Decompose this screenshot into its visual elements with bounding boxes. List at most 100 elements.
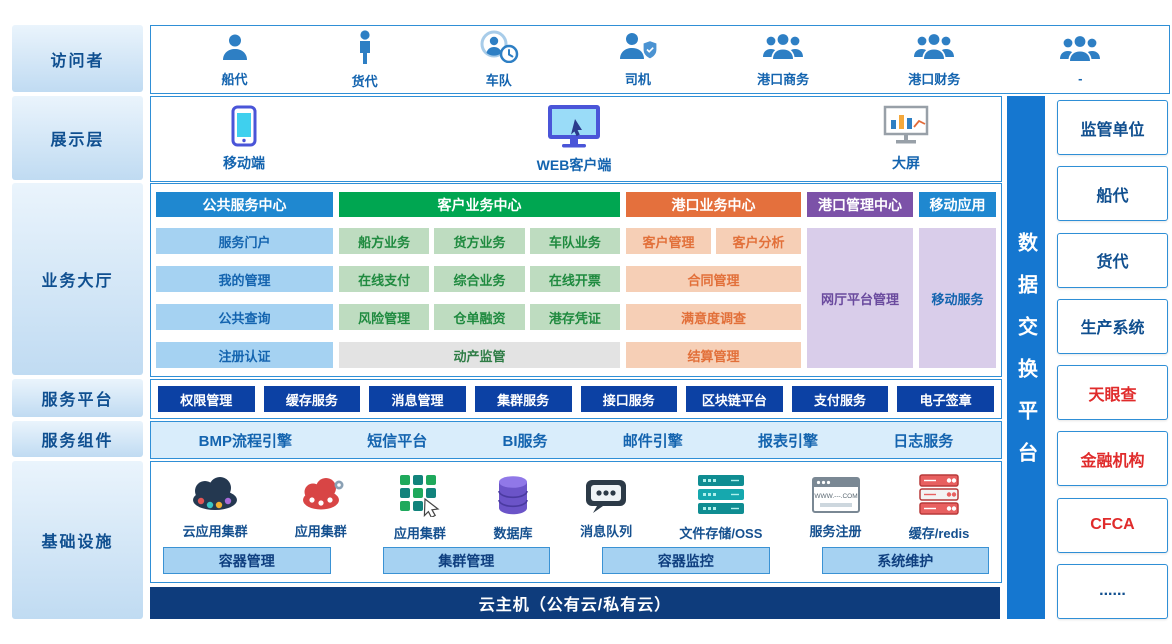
infrastructure-section: 云应用集群 应用集群 应用集群 数据库 消息队列: [150, 461, 1002, 583]
public-service-center-column: 公共服务中心 服务门户 我的管理 公共查询 注册认证: [156, 192, 333, 368]
row-label-components: 服务组件: [12, 421, 143, 457]
visitor-label: 司机: [624, 72, 651, 87]
external-system-box: ......: [1057, 563, 1168, 619]
database-icon: [493, 473, 533, 522]
business-cell: 公共查询: [156, 304, 333, 330]
service-platform-section: 权限管理 缓存服务 消息管理 集群服务 接口服务 区块链平台 支付服务 电子签章: [150, 379, 1002, 419]
business-cell: 车队业务: [529, 228, 620, 254]
row-label-infrastructure: 基础设施: [12, 461, 143, 619]
row-label-display: 展示层: [12, 96, 143, 180]
business-cell: 综合业务: [434, 266, 525, 292]
business-cell: 合同管理: [626, 266, 801, 292]
public-service-center-header: 公共服务中心: [156, 192, 333, 217]
component-item: 报表引擎: [758, 432, 819, 450]
business-cell: 港存凭证: [529, 304, 620, 330]
visitors-section: 船代 货代 车队 司机 港口商务 港口财务: [150, 25, 1170, 94]
infra-item: 缓存/redis: [908, 473, 970, 542]
port-business-center-header: 港口业务中心: [626, 192, 801, 217]
cloud-host-bar: 云主机（公有云/私有云）: [150, 587, 1000, 619]
infra-label: 数据库: [493, 525, 533, 541]
infra-button: 系统维护: [821, 547, 989, 574]
component-item: BMP流程引擎: [198, 432, 292, 450]
customer-business-center-header: 客户业务中心: [339, 192, 620, 217]
external-system-box: 生产系统: [1057, 298, 1168, 354]
component-item: 邮件引擎: [622, 432, 683, 450]
port-mgmt-center-column: 港口管理中心 网厅平台管理: [807, 192, 913, 368]
infra-label: 云应用集群: [182, 523, 248, 539]
platform-item: 支付服务: [791, 386, 889, 412]
visitor-item: -: [1059, 34, 1101, 86]
platform-item: 权限管理: [158, 386, 255, 412]
business-cell-wide: 动产监管: [339, 342, 620, 368]
business-cell: 在线开票: [529, 266, 620, 292]
row-label-business: 业务大厅: [12, 183, 143, 375]
infra-item: 应用集群: [295, 475, 347, 540]
platform-item: 消息管理: [369, 386, 466, 412]
business-cell: 注册认证: [156, 342, 333, 368]
platform-item: 集群服务: [474, 386, 572, 412]
data-exchange-platform-label: 数据交换平台: [1014, 231, 1037, 484]
infra-item: 云应用集群: [183, 475, 248, 540]
row-label-visitors: 访问者: [12, 25, 143, 92]
monitor-icon: [545, 103, 603, 152]
service-registry-icon-text: WWW.---.COM: [814, 493, 857, 500]
business-hall-section: 公共服务中心 服务门户 我的管理 公共查询 注册认证 客户业务中心 船方业务 货…: [150, 183, 1002, 377]
platform-item: 电子签章: [897, 386, 994, 412]
visitor-item: 货代: [350, 29, 380, 90]
service-components-section: BMP流程引擎 短信平台 BI服务 邮件引擎 报表引擎 日志服务: [150, 421, 1002, 459]
big-screen-icon: [883, 105, 929, 150]
infra-label: 消息队列: [580, 523, 633, 539]
infra-item: 文件存储/OSS: [679, 473, 762, 542]
external-system-box: 天眼查: [1057, 365, 1168, 421]
business-cell: 客户管理: [626, 228, 711, 254]
mobile-app-column: 移动应用 移动服务: [919, 192, 996, 368]
visitor-label: -: [1078, 70, 1083, 86]
business-cell-tall: 网厅平台管理: [807, 228, 913, 368]
app-cluster-grid-icon: [398, 473, 442, 522]
business-cell: 风险管理: [339, 304, 430, 330]
display-item: 大屏: [883, 105, 929, 173]
visitor-label: 港口商务: [757, 71, 810, 87]
data-exchange-platform-bar: 数据交换平台: [1007, 96, 1045, 619]
visitor-label: 货代: [351, 73, 378, 89]
business-cell: 结算管理: [626, 342, 801, 368]
infra-button: 集群管理: [382, 547, 550, 574]
infra-button: 容器管理: [163, 547, 331, 574]
external-systems-panel: 监管单位 船代 货代 生产系统 天眼查 金融机构 CFCA ......: [1057, 100, 1168, 619]
visitor-item: 司机: [618, 31, 658, 88]
cloud-cluster-icon: [188, 475, 242, 520]
component-item: BI服务: [502, 432, 548, 450]
visitor-item: 船代: [219, 32, 251, 88]
infra-label: 服务注册: [809, 523, 862, 539]
display-item: 移动端: [223, 105, 265, 173]
infra-item: 数据库: [493, 473, 533, 542]
visitor-label: 车队: [485, 73, 512, 88]
display-label: 移动端: [223, 155, 265, 171]
display-label: 大屏: [891, 155, 920, 171]
mobile-app-header: 移动应用: [919, 192, 996, 217]
infra-button: 容器监控: [602, 547, 770, 574]
visitor-item: 港口商务: [757, 32, 809, 88]
infra-label: 应用集群: [294, 523, 347, 539]
business-cell: 满意度调查: [626, 304, 801, 330]
visitor-label: 港口财务: [908, 71, 961, 87]
visitor-label: 船代: [221, 71, 248, 87]
infra-item: 应用集群: [394, 473, 446, 542]
external-system-box: 监管单位: [1057, 100, 1168, 155]
file-storage-icon: [695, 473, 747, 522]
external-system-box: CFCA: [1057, 497, 1168, 553]
business-cell-tall: 移动服务: [919, 228, 996, 368]
infra-label: 缓存/redis: [908, 525, 970, 541]
service-registry-icon: WWW.---.COM: [811, 475, 861, 520]
visitor-item: 港口财务: [908, 32, 960, 88]
people-group-icon: [1059, 34, 1101, 69]
business-cell: 船方业务: [339, 228, 430, 254]
component-item: 短信平台: [367, 432, 428, 450]
redis-cache-icon: [916, 473, 962, 522]
infra-item: WWW.---.COM 服务注册: [810, 475, 862, 540]
infra-label: 应用集群: [393, 525, 446, 541]
person-bust-icon: [219, 32, 251, 67]
message-queue-icon: [582, 475, 630, 520]
business-cell: 仓单融资: [434, 304, 525, 330]
